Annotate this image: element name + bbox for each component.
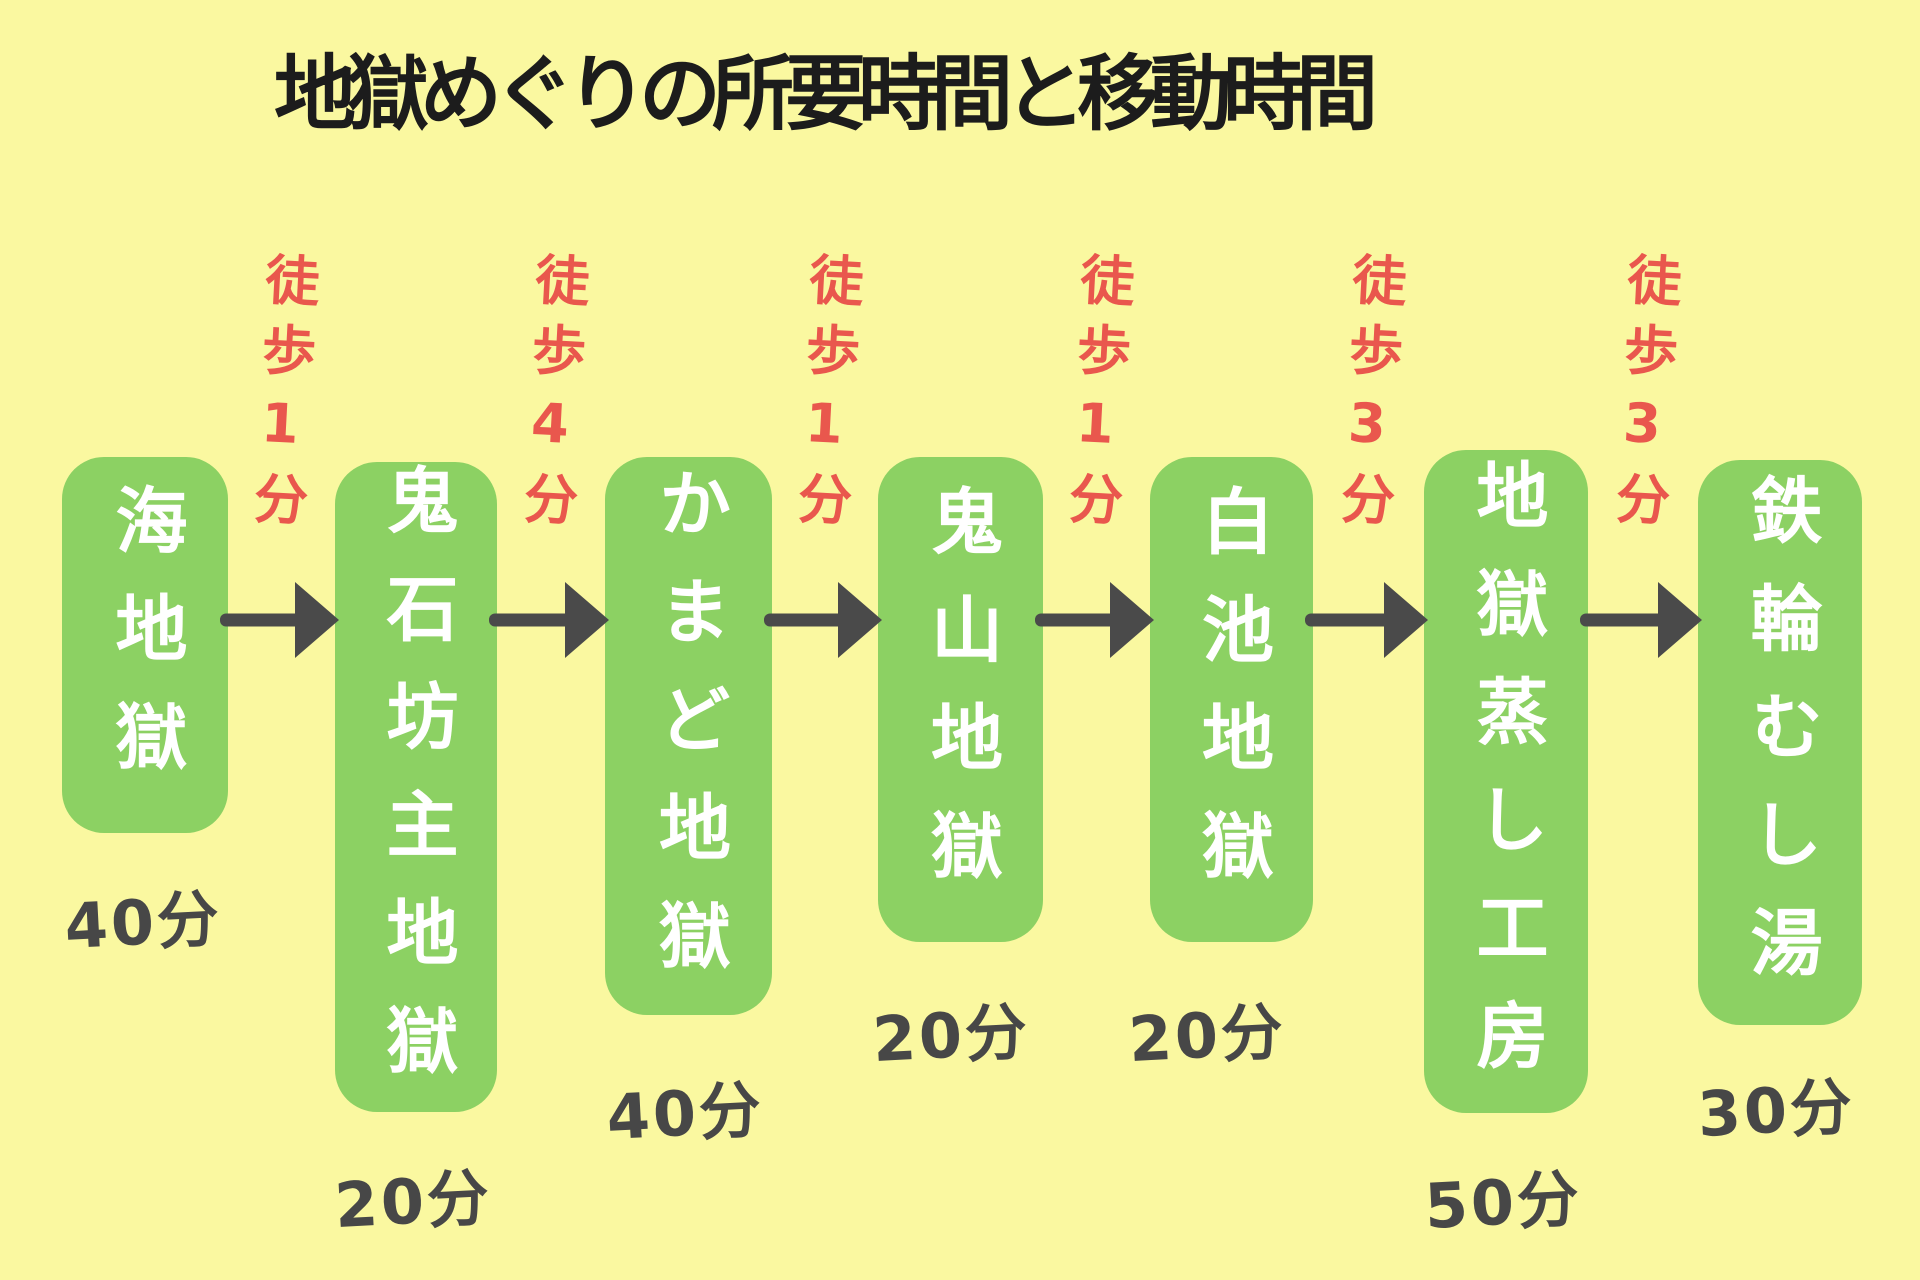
arrow-right-icon <box>1035 582 1154 658</box>
arrow-right-icon <box>1580 582 1702 658</box>
stop-duration-label: 20分 <box>870 994 1032 1077</box>
walk-time-label: 徒歩3分 <box>1329 250 1408 543</box>
stop-duration-label: 20分 <box>332 1160 494 1243</box>
stop-node: 海地獄 <box>62 457 228 833</box>
stop-duration-label: 50分 <box>1422 1161 1584 1244</box>
stop-name-label: 鬼山地獄 <box>918 483 1003 916</box>
stop-duration-label: 40分 <box>62 881 224 964</box>
walk-time-label: 徒歩3分 <box>1604 250 1683 543</box>
stop-node: 鬼山地獄 <box>878 457 1043 942</box>
stop-node: 鬼石坊主地獄 <box>335 462 497 1112</box>
stop-node: かまど地獄 <box>605 457 772 1015</box>
walk-time-label: 徒歩1分 <box>786 250 865 543</box>
stop-name-label: 白池地獄 <box>1189 483 1274 916</box>
stop-duration-label: 40分 <box>604 1072 766 1155</box>
stop-duration-label: 20分 <box>1126 994 1288 1077</box>
walk-time-label: 徒歩4分 <box>512 250 591 543</box>
walk-time-label: 徒歩1分 <box>1057 250 1136 543</box>
stop-name-label: 鉄輪むし湯 <box>1738 472 1822 1013</box>
arrow-right-icon <box>1305 582 1428 658</box>
stop-node: 鉄輪むし湯 <box>1698 460 1862 1025</box>
walk-time-label: 徒歩1分 <box>242 250 321 543</box>
stop-name-label: 海地獄 <box>103 483 187 807</box>
stop-name-label: 鬼石坊主地獄 <box>374 463 458 1111</box>
arrow-right-icon <box>764 582 882 658</box>
arrow-right-icon <box>489 582 609 658</box>
stop-duration-label: 30分 <box>1695 1069 1857 1152</box>
stop-node: 白池地獄 <box>1150 457 1313 942</box>
arrow-right-icon <box>220 582 339 658</box>
diagram-title: 地獄めぐりの所要時間と移動時間 <box>274 47 1378 142</box>
stop-name-label: 地獄蒸し工房 <box>1464 457 1548 1106</box>
stop-name-label: かまど地獄 <box>646 466 731 1006</box>
stop-node: 地獄蒸し工房 <box>1424 450 1588 1113</box>
